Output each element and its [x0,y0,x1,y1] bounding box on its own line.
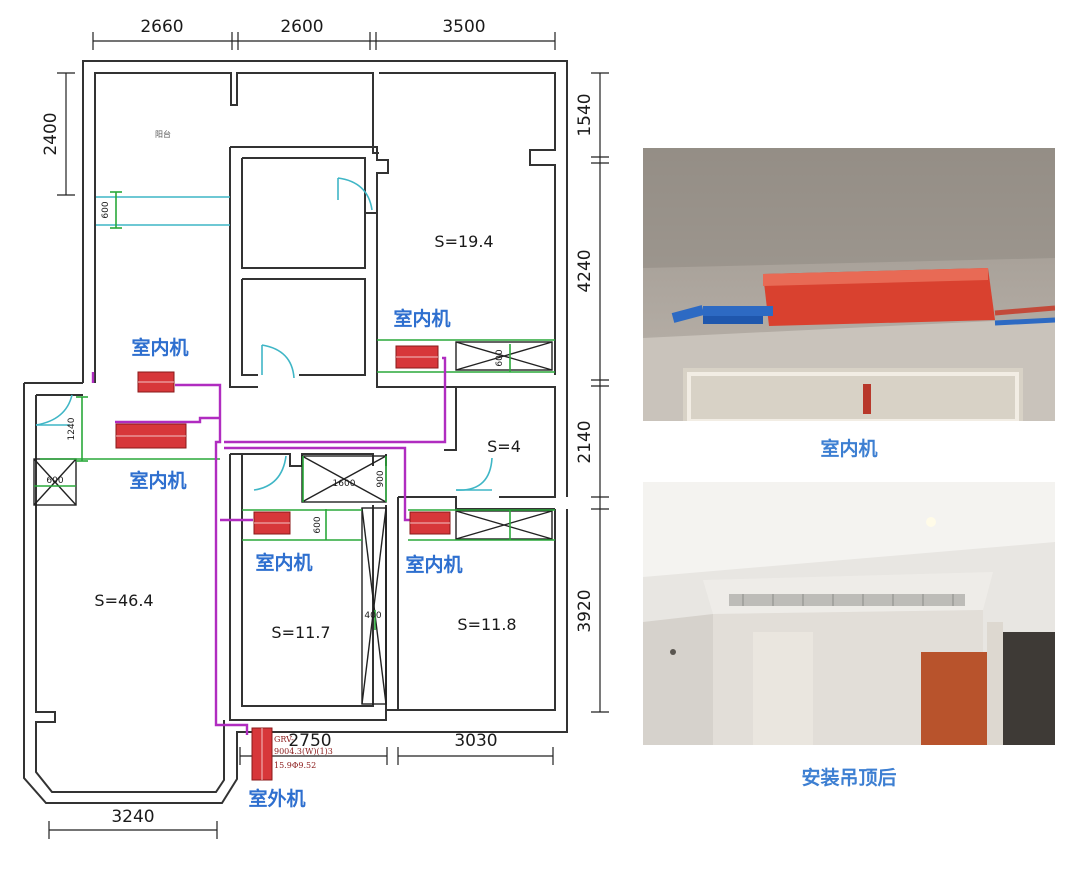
dim-left-top: 2400 [41,112,61,155]
small-dim-900: 900 [376,470,386,487]
room-area-master: S=19.4 [434,232,493,251]
small-dim-1240: 1240 [67,417,77,440]
room-area-living: S=46.4 [94,591,153,610]
small-dim-1600: 1600 [333,479,356,489]
small-dim-600-d: 600 [46,476,63,486]
dim-top-3: 3500 [442,17,485,37]
room-area-bed3: S=11.8 [457,615,516,634]
dim-bottom-2: 3030 [454,731,497,751]
dim-bottom-1: 2750 [288,731,331,751]
indoor-unit-label-master: 室内机 [393,307,450,330]
dim-right-4: 3920 [575,589,595,632]
photo1-caption: 室内机 [820,438,878,460]
photo2-caption: 安装吊顶后 [801,767,897,789]
indoor-unit-label-dining: 室内机 [129,469,186,492]
outdoor-spec-2: 9004.3(W)(1)3 [274,747,333,756]
indoor-unit-label-bed3: 室内机 [405,553,462,576]
small-dim-600-a: 600 [101,201,111,218]
small-dim-600-c: 600 [495,349,505,366]
dim-right-2: 4240 [575,249,595,292]
dim-right-1: 1540 [575,93,595,136]
tiny-room-note: 阳台 [155,129,171,139]
room-area-bed2: S=11.7 [271,623,330,642]
small-dim-600-b: 600 [313,516,323,533]
photo-indoor-unit [643,148,1055,421]
photo-after-ceiling [643,482,1055,745]
outdoor-spec-1: GRV- [274,735,294,744]
outdoor-spec-3: 15.9Φ9.52 [274,761,316,770]
dim-top-1: 2660 [140,17,183,37]
indoor-unit-label-bed2: 室内机 [255,551,312,574]
indoor-unit-label-living: 室内机 [131,336,188,359]
floor-plan: 2660 2600 3500 2400 1540 4240 2140 3920 … [23,17,609,839]
small-dim-400: 400 [364,611,381,621]
dim-top-2: 2600 [280,17,323,37]
room-area-small: S=4 [487,437,521,456]
dim-right-3: 2140 [575,420,595,463]
outdoor-unit-label: 室外机 [248,787,305,810]
dim-bottom-left: 3240 [111,807,154,827]
